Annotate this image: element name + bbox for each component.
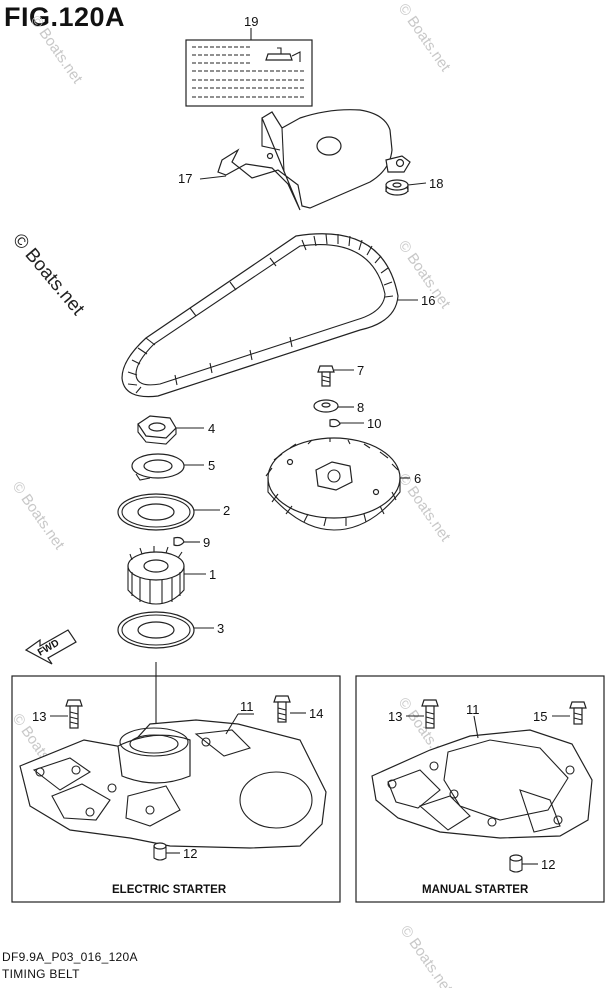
callout-14: 14 <box>309 706 323 721</box>
bolt-13-manual <box>421 699 439 729</box>
callout-15: 15 <box>533 709 547 724</box>
watermark: © Boats.net <box>395 471 454 546</box>
bolt-15 <box>569 701 587 725</box>
callout-13-electric: 13 <box>32 709 46 724</box>
callout-12-manual: 12 <box>541 857 555 872</box>
callout-8: 8 <box>357 400 364 415</box>
callout-6: 6 <box>414 471 421 486</box>
callout-12-electric: 12 <box>183 846 197 861</box>
plate-5 <box>131 453 185 481</box>
callout-10: 10 <box>367 416 381 431</box>
dowel-12-manual <box>509 854 523 873</box>
electric-starter-caption: ELECTRIC STARTER <box>112 884 227 896</box>
bolt-14 <box>273 695 291 723</box>
callout-7: 7 <box>357 363 364 378</box>
washer-8 <box>313 399 339 413</box>
drive-pulley <box>127 546 185 605</box>
label-sheet <box>185 39 313 107</box>
watermark: © Boats.net <box>27 13 86 88</box>
nut-4 <box>137 415 177 445</box>
electric-starter-plate <box>19 719 327 849</box>
figure-name: TIMING BELT <box>2 967 80 981</box>
guide-plate-2 <box>117 493 195 531</box>
watermark: © Boats.net <box>395 1 454 76</box>
manual-starter-panel <box>355 675 605 903</box>
callout-1: 1 <box>209 567 216 582</box>
timing-belt <box>121 233 399 398</box>
figure-title: FIG.120A <box>4 2 126 32</box>
guide-plate-3 <box>117 611 195 649</box>
oil-can-icon <box>265 47 301 62</box>
callout-9: 9 <box>203 535 210 550</box>
watermark: © Boats.net <box>9 479 68 554</box>
manual-starter-plate <box>371 729 593 839</box>
callout-11-manual: 11 <box>466 702 480 717</box>
callout-4: 4 <box>208 421 215 436</box>
caution-label <box>185 39 313 107</box>
figure-code: DF9.9A_P03_016_120A <box>2 950 138 964</box>
grommet <box>385 179 409 196</box>
callout-11-electric: 11 <box>240 699 254 714</box>
bolt-13-electric <box>65 699 83 729</box>
key-9 <box>173 536 185 547</box>
callout-3: 3 <box>217 621 224 636</box>
timing-belt-cover <box>217 109 411 211</box>
fwd-arrow-icon: FWD <box>24 629 77 665</box>
electric-starter-panel <box>11 675 341 903</box>
dowel-12-electric <box>153 842 167 861</box>
key-10 <box>329 418 341 428</box>
callout-19: 19 <box>244 14 258 29</box>
callout-5: 5 <box>208 458 215 473</box>
watermark-main: © Boats.net <box>8 230 89 320</box>
watermark: © Boats.net <box>397 923 456 988</box>
callout-16: 16 <box>421 293 435 308</box>
callout-13-manual: 13 <box>388 709 402 724</box>
callout-2: 2 <box>223 503 230 518</box>
driven-pulley <box>265 437 401 531</box>
callout-17: 17 <box>178 171 192 186</box>
manual-starter-caption: MANUAL STARTER <box>422 884 529 896</box>
bolt-7 <box>317 365 335 387</box>
callout-18: 18 <box>429 176 443 191</box>
